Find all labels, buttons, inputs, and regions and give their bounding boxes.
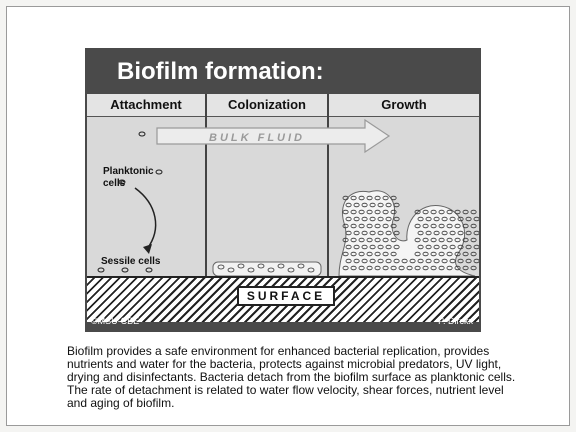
bacterium-cell (474, 231, 479, 235)
copyright-credit: ©MSU-CBE (91, 316, 139, 326)
bacterium-cell (458, 259, 463, 263)
surface-label: SURFACE (237, 286, 335, 306)
bacterium-cell (463, 266, 468, 270)
sessile-cells-label: Sessile cells (101, 256, 161, 268)
caption-paragraph: Biofilm provides a safe environment for … (67, 345, 527, 410)
bacterium-cell (455, 210, 460, 214)
bacterium-cell (471, 224, 476, 228)
diagram-panel: Attachment Colonization Growth BULK FLUI… (87, 94, 479, 322)
bacterium-cell (471, 210, 476, 214)
bacterium-cell (394, 203, 399, 207)
bacterium-cell (463, 210, 468, 214)
author-credit: P. Dirckx (438, 316, 473, 326)
bacterium-cell (394, 217, 399, 221)
bacterium-cell (474, 245, 479, 249)
biofilm-slide: Biofilm formation: Attachment Colonizati… (85, 48, 481, 332)
planktonic-cells-label: Planktonic cells (103, 166, 153, 190)
bacterium-cell (471, 238, 476, 242)
bacterium-cell (474, 259, 479, 263)
bacterium-cell (474, 217, 479, 221)
bacterium-cell (471, 266, 476, 270)
bacterium-cell (466, 245, 471, 249)
bacterium-cell (466, 217, 471, 221)
bacterium-cell (391, 196, 396, 200)
bacterium-cell (471, 252, 476, 256)
bacterium-cell (466, 259, 471, 263)
bacterium-cell (394, 231, 399, 235)
bacterium-cell (466, 231, 471, 235)
document-page: Biofilm formation: Attachment Colonizati… (6, 6, 570, 426)
bulk-fluid-label: BULK FLUID (209, 132, 305, 144)
slide-title: Biofilm formation: (117, 58, 324, 86)
bacterium-cell (463, 252, 468, 256)
